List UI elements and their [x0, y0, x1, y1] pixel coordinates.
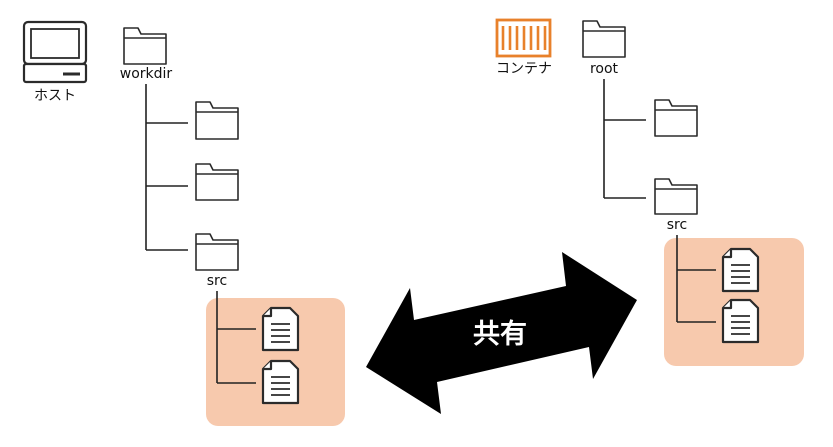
- container-subfolder-1-icon: [654, 99, 698, 137]
- root-folder-icon: [582, 20, 626, 58]
- computer-icon: [22, 20, 88, 84]
- host-label: ホスト: [34, 88, 76, 104]
- container-tree-lines: [603, 79, 646, 199]
- container-file-2-icon: [721, 298, 760, 344]
- host-src-tree-lines: [216, 291, 256, 384]
- container-icon: [495, 18, 552, 58]
- host-src-folder-label[interactable]: src: [207, 273, 227, 289]
- shared-double-arrow-icon: [366, 252, 637, 414]
- host-src-folder-icon: [195, 233, 239, 271]
- container-src-folder-label[interactable]: src: [667, 217, 687, 233]
- shared-label: 共有: [473, 319, 527, 350]
- container-file-1-icon: [721, 247, 760, 293]
- host-tree-lines: [145, 84, 188, 251]
- workdir-folder-icon: [123, 27, 167, 65]
- host-subfolder-1-icon: [195, 101, 239, 140]
- host-subfolder-2-icon: [195, 163, 239, 201]
- host-file-2-icon: [261, 359, 300, 405]
- container-label: コンテナ: [496, 61, 552, 77]
- root-folder-label[interactable]: root: [590, 61, 619, 77]
- container-src-folder-icon: [654, 178, 698, 215]
- host-file-1-icon: [261, 306, 300, 352]
- container-src-tree-lines: [676, 235, 716, 323]
- workdir-folder-label[interactable]: workdir: [120, 66, 173, 82]
